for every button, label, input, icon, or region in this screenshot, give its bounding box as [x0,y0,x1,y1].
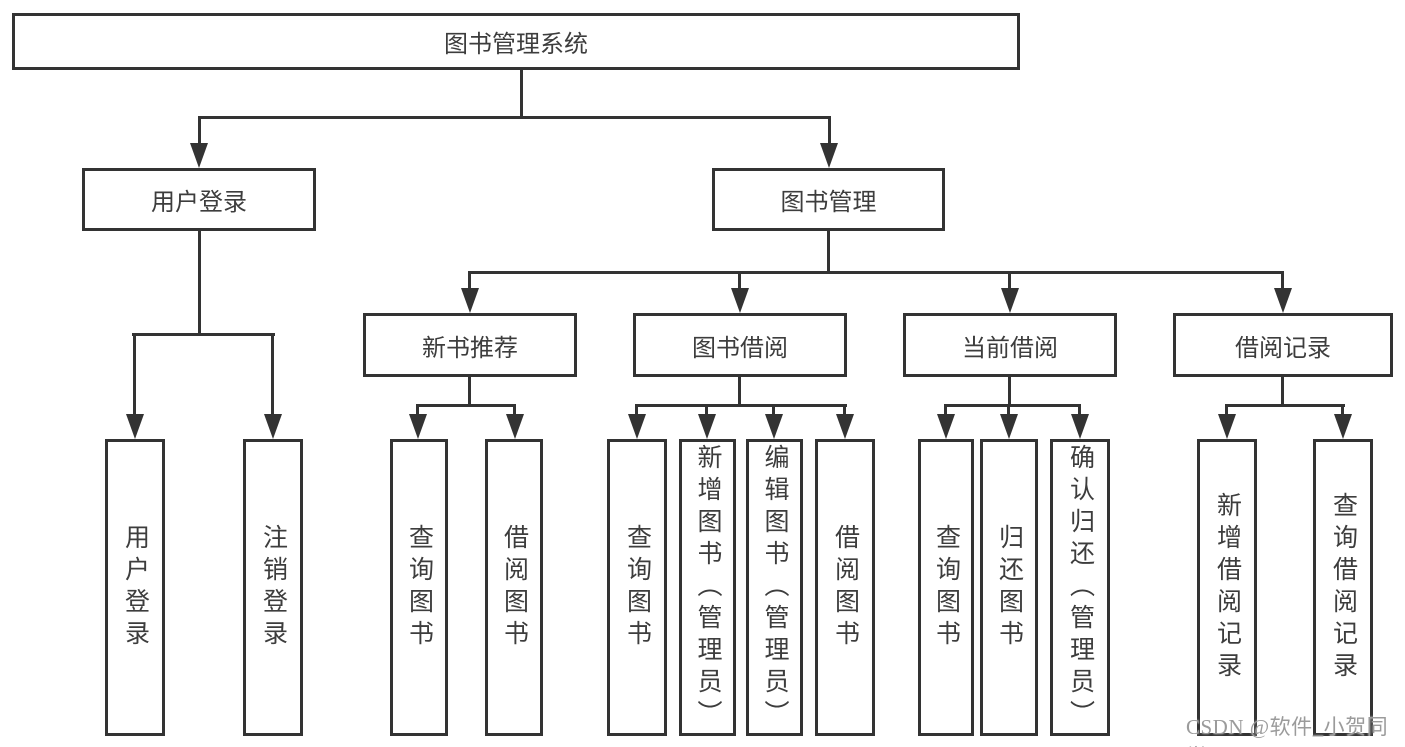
leaf-label: 确认归还（管理员） [1066,443,1094,732]
connector-line [271,333,274,416]
arrow-down-icon [731,288,749,313]
node-book-borrow: 图书借阅 [633,313,847,377]
connector-line [827,231,830,273]
arrow-down-icon [820,143,838,168]
leaf-label: 查询图书 [623,523,651,652]
arrow-down-icon [506,414,524,439]
connector-line [513,404,516,416]
connector-line [843,404,846,416]
connector-line [944,404,947,416]
arrow-down-icon [1071,414,1089,439]
connector-line [1007,404,1010,416]
arrow-down-icon [409,414,427,439]
connector-line [738,377,741,406]
watermark: CSDN @软件_小贺同学 [1186,715,1389,747]
connector-line [416,404,419,416]
connector-line [416,404,516,407]
arrow-down-icon [461,288,479,313]
connector-line [635,404,847,407]
connector-line [1225,404,1228,416]
arrow-down-icon [937,414,955,439]
arrow-down-icon [264,414,282,439]
node-book-management: 图书管理 [712,168,945,231]
leaf-confirm-return-admin: 确认归还（管理员） [1050,439,1110,736]
connector-line [468,271,471,291]
connector-line [468,377,471,406]
connector-line [198,231,201,335]
leaf-add-book-admin: 新增图书（管理员） [679,439,736,736]
connector-line [132,333,275,336]
node-label: 新书推荐 [422,335,518,362]
leaf-label: 注销登录 [259,523,287,652]
arrow-down-icon [126,414,144,439]
connector-line [1225,404,1345,407]
leaf-logout: 注销登录 [243,439,303,736]
connector-line [1008,271,1011,291]
connector-line [1008,377,1011,406]
arrow-down-icon [628,414,646,439]
connector-line [1281,377,1284,406]
leaf-add-borrow-record: 新增借阅记录 [1197,439,1257,736]
leaf-query-borrow-record: 查询借阅记录 [1313,439,1373,736]
connector-line [944,404,1080,407]
node-user-login: 用户登录 [82,168,316,231]
leaf-label: 查询图书 [932,523,960,652]
connector-line [828,116,831,146]
connector-line [198,116,201,146]
leaf-query-books-current: 查询图书 [918,439,974,736]
arrow-down-icon [1000,414,1018,439]
leaf-label: 借阅图书 [831,523,859,652]
node-library-management-system: 图书管理系统 [12,13,1020,70]
leaf-return-book: 归还图书 [980,439,1038,736]
node-new-book-recommend: 新书推荐 [363,313,577,377]
node-label: 用户登录 [151,190,247,216]
connector-line [1341,404,1344,416]
leaf-borrow-books: 借阅图书 [815,439,875,736]
connector-line [738,271,741,291]
leaf-label: 查询图书 [405,523,433,652]
connector-line [468,271,1284,274]
leaf-edit-book-admin: 编辑图书（管理员） [746,439,803,736]
connector-line [133,333,136,416]
arrow-down-icon [1334,414,1352,439]
connector-line [1078,404,1081,416]
arrow-down-icon [1001,288,1019,313]
leaf-label: 新增借阅记录 [1213,491,1241,684]
connector-line [1281,271,1284,291]
arrow-down-icon [765,414,783,439]
arrow-down-icon [698,414,716,439]
connector-line [772,404,775,416]
leaf-label: 新增图书（管理员） [694,443,721,732]
connector-line [198,116,831,119]
node-label: 借阅记录 [1235,335,1331,362]
leaf-label: 用户登录 [121,523,149,652]
connector-line [520,68,523,118]
arrow-down-icon [836,414,854,439]
connector-line [635,404,638,416]
leaf-label: 编辑图书（管理员） [761,443,788,732]
leaf-label: 借阅图书 [500,523,528,652]
leaf-query-books-borrow: 查询图书 [607,439,667,736]
leaf-borrow-books-recommend: 借阅图书 [485,439,543,736]
node-label: 图书借阅 [692,335,788,362]
arrow-down-icon [1274,288,1292,313]
connector-line [705,404,708,416]
node-label: 图书管理 [780,190,877,216]
node-borrow-records: 借阅记录 [1173,313,1393,377]
arrow-down-icon [190,143,208,168]
node-current-borrow: 当前借阅 [903,313,1117,377]
leaf-label: 归还图书 [995,523,1023,652]
leaf-user-login: 用户登录 [105,439,165,736]
arrow-down-icon [1218,414,1236,439]
leaf-label: 查询借阅记录 [1329,491,1357,684]
leaf-query-books-recommend: 查询图书 [390,439,448,736]
node-label: 图书管理系统 [444,32,588,58]
node-label: 当前借阅 [962,335,1058,362]
